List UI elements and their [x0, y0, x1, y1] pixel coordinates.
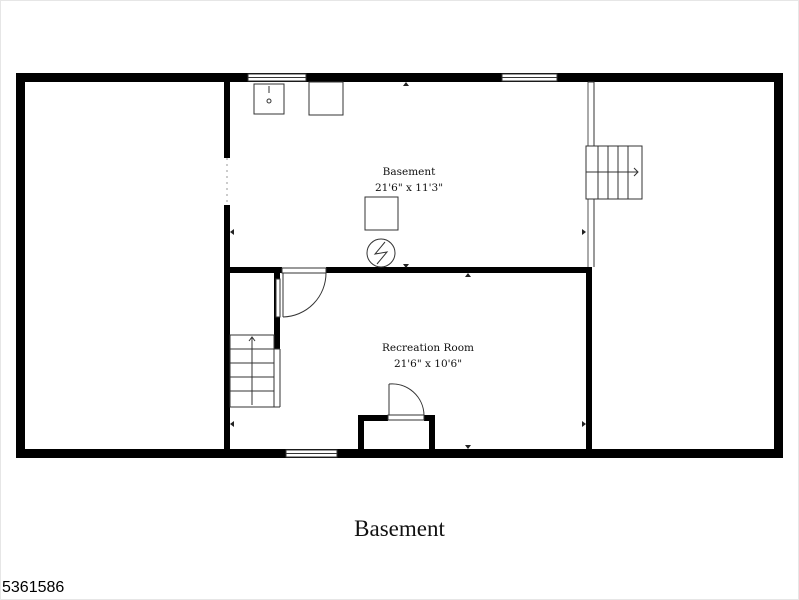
door-icon	[387, 383, 425, 421]
room-dimensions-recreation: 21'6" x 10'6"	[394, 358, 462, 370]
door-icon	[275, 267, 327, 318]
stairs-icon	[229, 334, 281, 408]
floor-caption: Basement	[354, 516, 445, 541]
room-name-basement: Basement	[383, 166, 437, 178]
furnace-icon	[364, 196, 399, 231]
room-name-recreation: Recreation Room	[382, 342, 474, 354]
window-icon	[247, 73, 558, 458]
sink-icon	[253, 83, 285, 115]
water-heater-icon	[366, 238, 396, 268]
listing-id: 5361586	[2, 579, 65, 596]
interior-walls	[224, 82, 592, 449]
exterior-walls	[16, 73, 783, 458]
stairs-icon	[585, 81, 643, 267]
dimension-markers	[230, 82, 586, 449]
appliance-icon	[308, 81, 344, 116]
room-dimensions-basement: 21'6" x 11'3"	[375, 182, 443, 194]
